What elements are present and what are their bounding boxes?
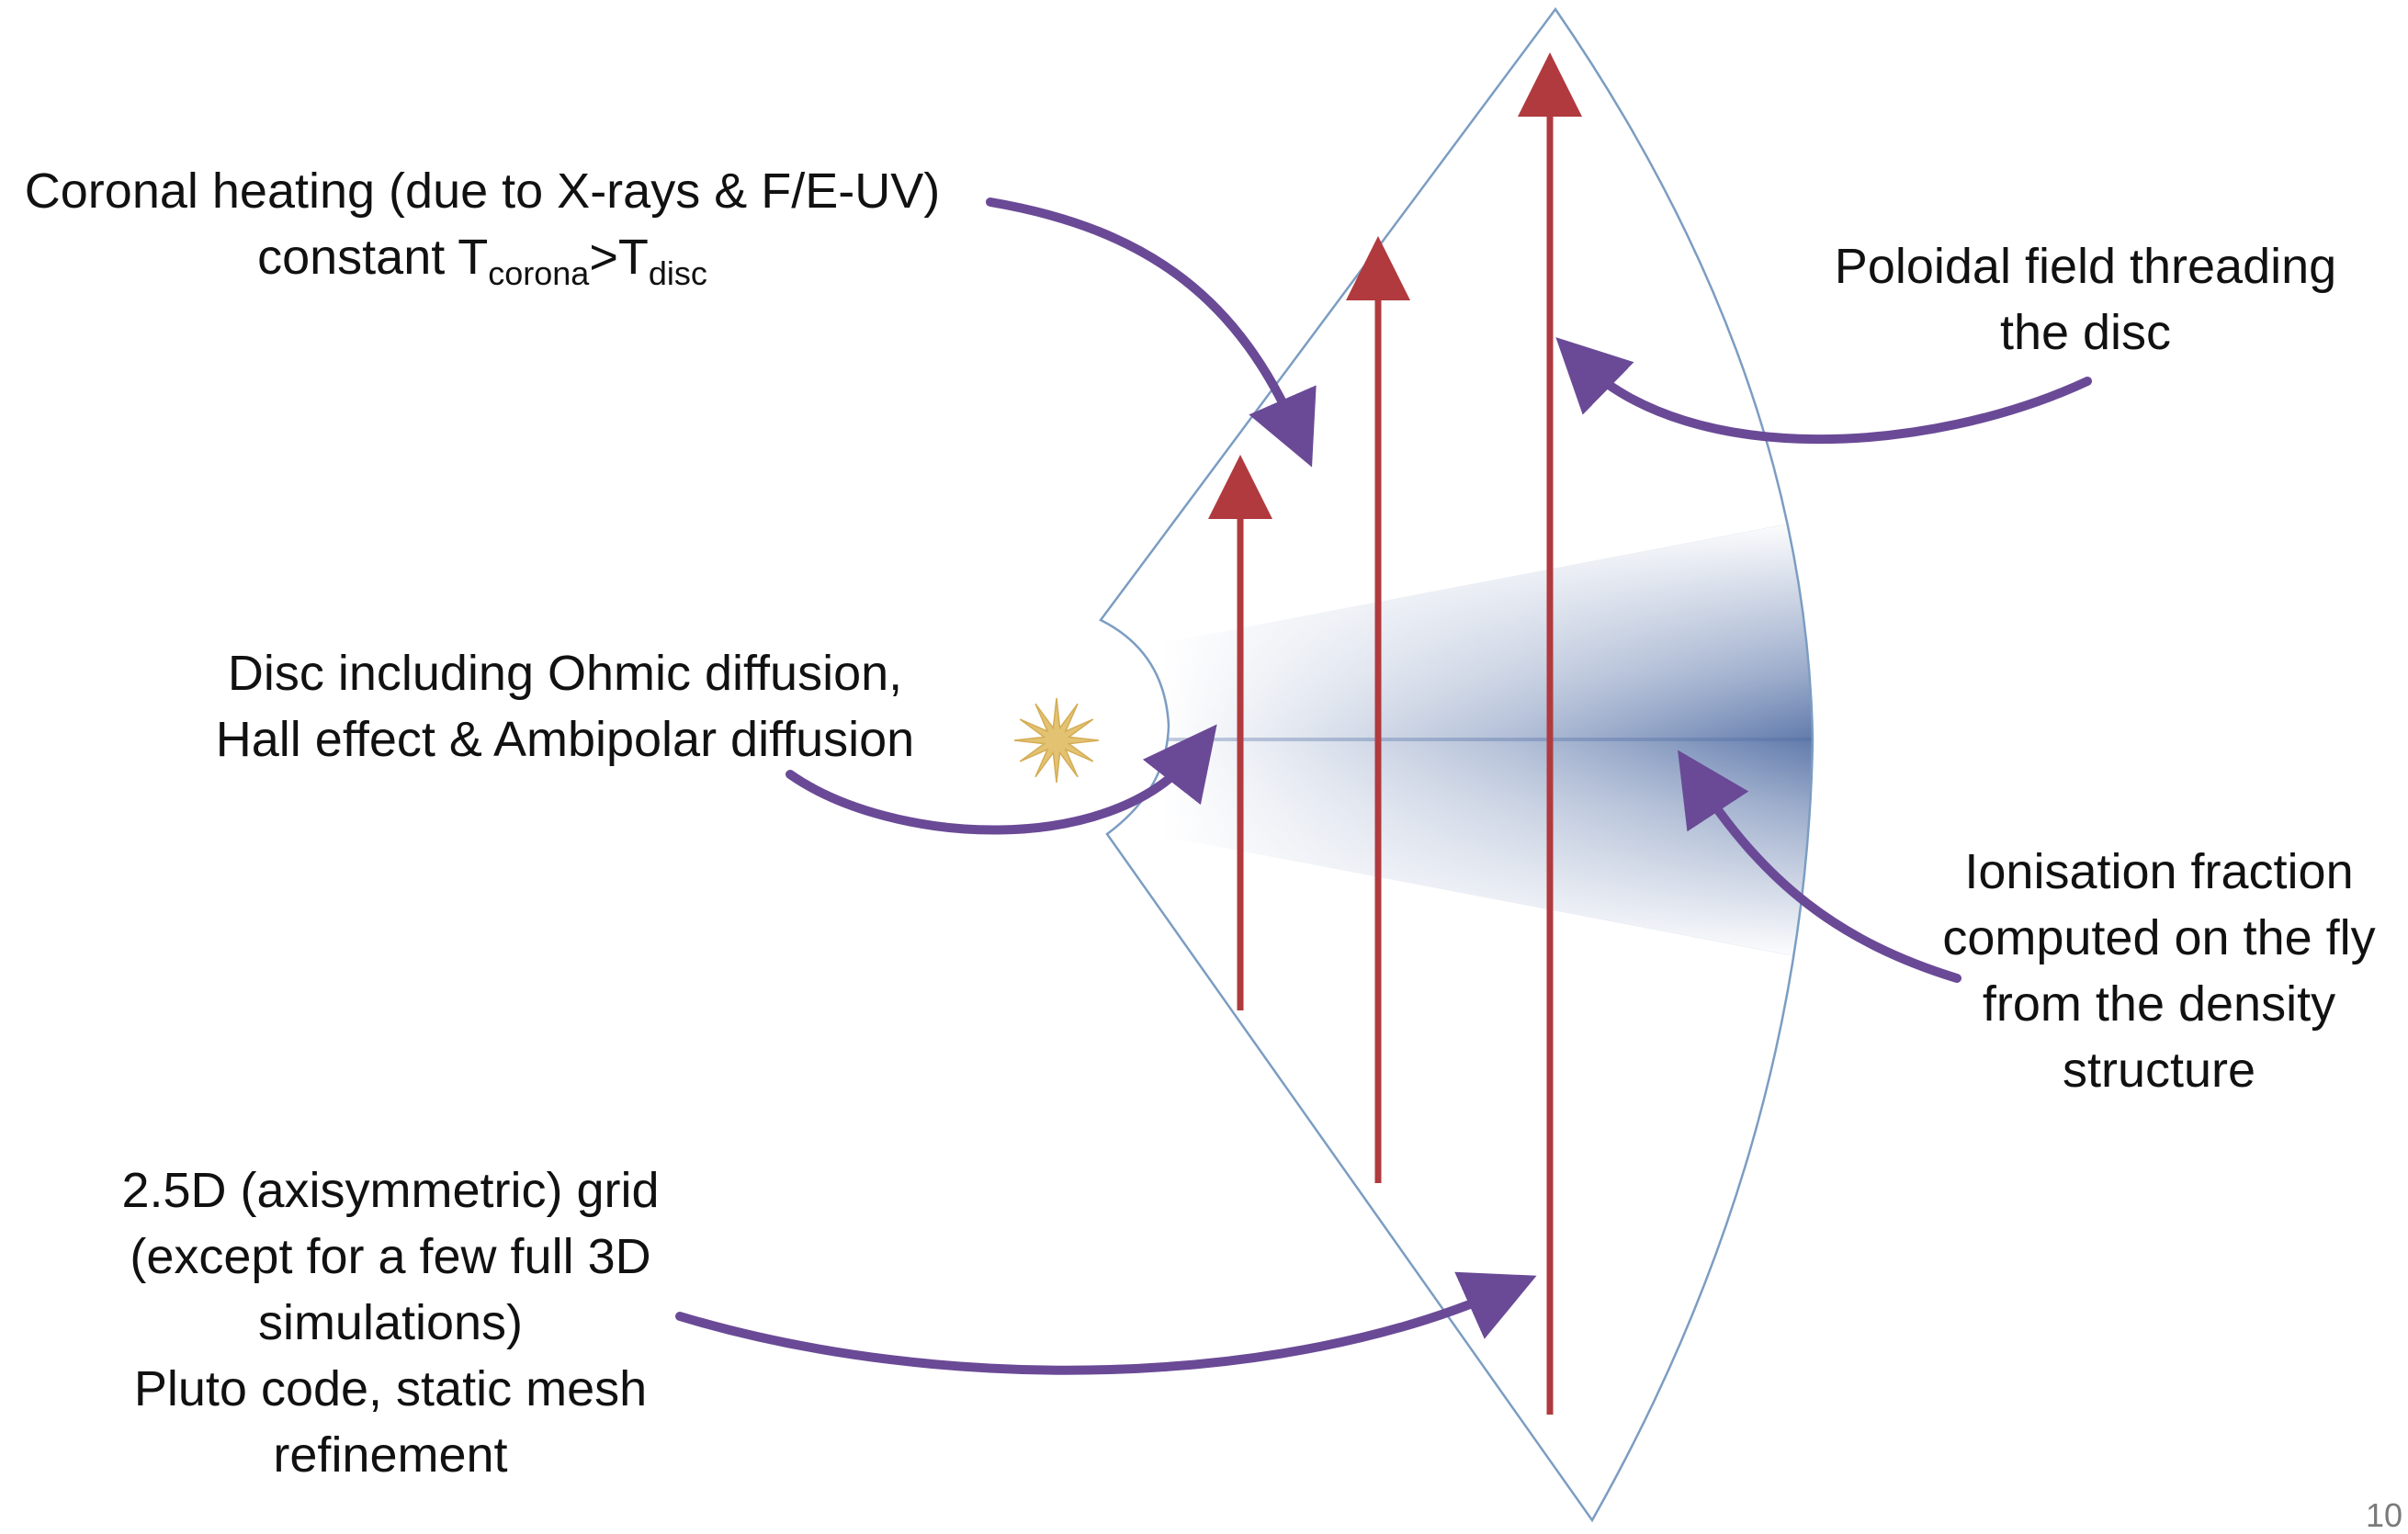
grid-line2: (except for a few full 3D xyxy=(130,1229,651,1284)
ionisation-label: Ionisation fraction computed on the fly … xyxy=(1902,839,2408,1103)
disc-physics-line1: Disc including Ohmic diffusion, xyxy=(227,646,903,701)
grid-line1: 2.5D (axisymmetric) grid xyxy=(121,1163,660,1218)
corona-subscript: corona xyxy=(488,254,590,292)
coronal-heating-line2-mid: >T xyxy=(589,230,649,285)
grid-line5: refinement xyxy=(273,1427,508,1483)
grid-line3: simulations) xyxy=(257,1295,524,1350)
grid-arrow xyxy=(675,1271,1537,1375)
coronal-heating-line2-prefix: constant T xyxy=(257,230,489,285)
ionisation-arrow xyxy=(1678,750,1961,983)
disc-physics-label: Disc including Ohmic diffusion, Hall eff… xyxy=(179,640,951,773)
ionisation-line2: computed on the fly xyxy=(1942,910,2376,965)
coronal-heating-line1: Coronal heating (due to X-rays & F/E-UV) xyxy=(24,164,941,219)
disc-physics-arrow xyxy=(786,724,1217,835)
disc-subscript: disc xyxy=(648,254,707,292)
coronal-heating-label: Coronal heating (due to X-rays & F/E-UV)… xyxy=(9,158,955,307)
disc-density-wedge xyxy=(1162,519,1813,960)
ionisation-line1: Ionisation fraction xyxy=(1964,844,2354,899)
star-burst-icon xyxy=(1013,697,1100,784)
disc-physics-line2: Hall effect & Ambipolar diffusion xyxy=(215,712,915,767)
ionisation-line3: from the density xyxy=(1982,976,2336,1032)
poloidal-field-line2: the disc xyxy=(1999,305,2172,360)
coronal-heating-line2: constant Tcorona>Tdisc xyxy=(9,224,955,307)
grid-line4: Pluto code, static mesh xyxy=(133,1361,648,1416)
slide-number: 10 xyxy=(2365,1496,2402,1534)
grid-label: 2.5D (axisymmetric) grid (except for a f… xyxy=(73,1157,707,1488)
coronal-heating-arrow xyxy=(986,197,1317,468)
ionisation-line4: structure xyxy=(2062,1043,2256,1098)
poloidal-field-line1: Poloidal field threading xyxy=(1834,239,2337,294)
poloidal-field-arrow xyxy=(1555,337,2092,445)
poloidal-field-label: Poloidal field threading the disc xyxy=(1801,233,2370,366)
